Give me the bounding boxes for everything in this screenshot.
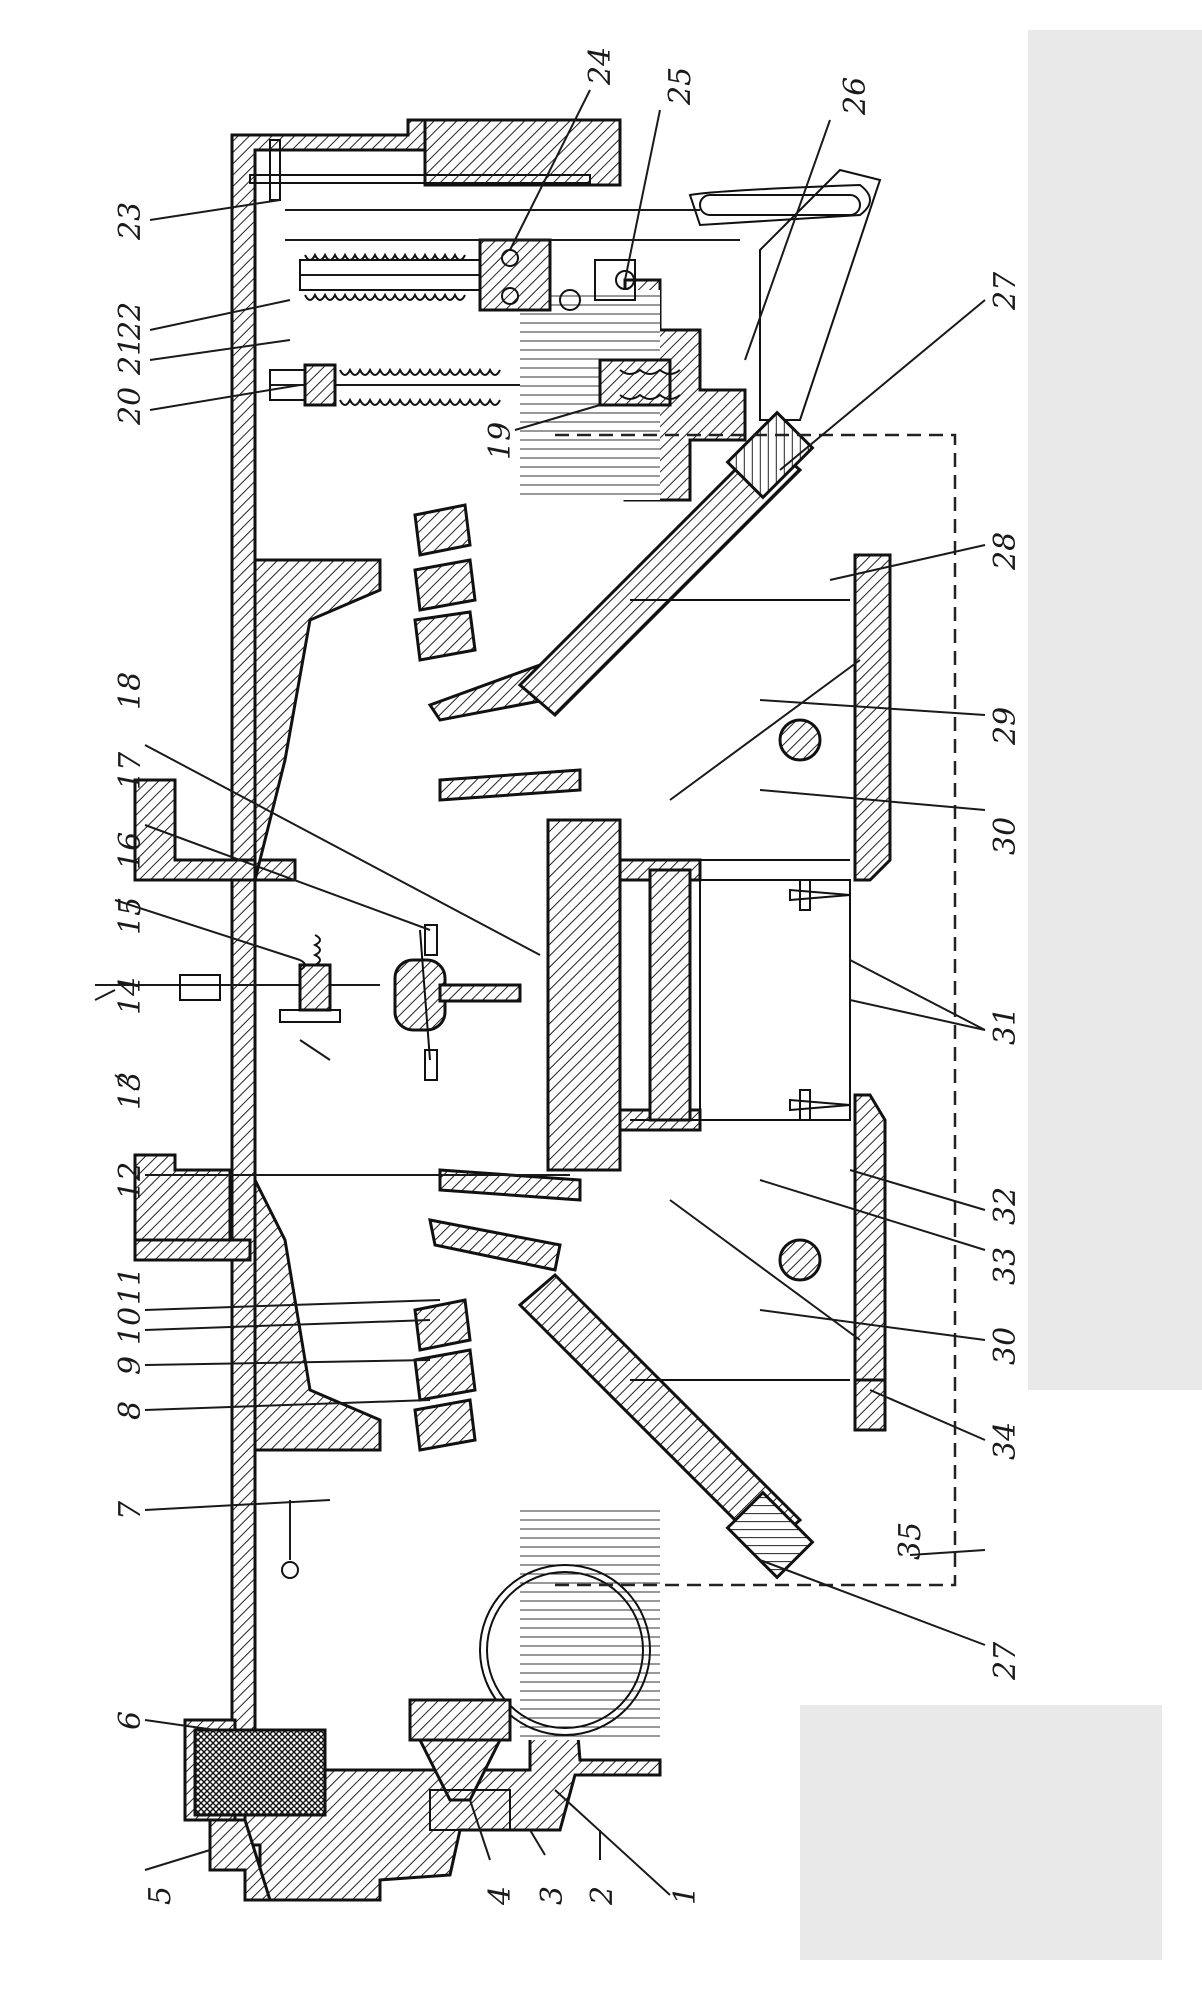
idle-mixture-screws [789, 879, 851, 1121]
carburetor-body [133, 118, 892, 1902]
callout-19: 19 [483, 422, 518, 460]
callout-32: 32 [988, 1187, 1023, 1225]
leader-lines [94, 89, 986, 1896]
callout-28: 28 [988, 532, 1023, 571]
callout-16: 16 [113, 832, 148, 870]
callout-7: 7 [113, 1500, 148, 1520]
callout-6: 6 [113, 1711, 148, 1730]
callout-15: 15 [113, 897, 148, 935]
callout-8: 8 [113, 1401, 148, 1420]
callout-29: 29 [988, 707, 1023, 746]
callout-22: 22 [113, 302, 148, 341]
callout-18: 18 [113, 672, 148, 710]
callout-34: 34 [988, 1422, 1023, 1460]
callout-1: 1 [668, 1886, 703, 1905]
callout-35: 35 [893, 1522, 928, 1560]
grey-panel-bottom [800, 1705, 1162, 1960]
callout-23: 23 [113, 202, 148, 241]
callout-30-bottom: 30 [988, 1327, 1023, 1365]
callout-14: 14 [113, 977, 148, 1015]
callout-9: 9 [113, 1356, 148, 1375]
callout-27-bottom: 27 [988, 1641, 1023, 1681]
callout-30-top: 30 [988, 817, 1023, 855]
diffuser-upper [393, 924, 522, 1081]
callout-12: 12 [113, 1162, 148, 1200]
callout-26: 26 [838, 77, 873, 116]
callout-2: 2 [585, 1886, 620, 1906]
economizer-valve [269, 358, 681, 407]
callout-5: 5 [143, 1886, 178, 1905]
callout-27-top: 27 [988, 271, 1023, 311]
grey-panel-right [1028, 30, 1202, 1390]
callout-10: 10 [113, 1307, 148, 1345]
choke-valve [95, 934, 380, 1061]
pump-drive-rod [285, 168, 882, 421]
callout-13: 13 [113, 1072, 148, 1110]
callout-21: 21 [113, 337, 148, 376]
callout-11: 11 [113, 1267, 148, 1305]
fuel-filter [193, 1728, 327, 1817]
accelerator-pump [249, 139, 636, 312]
callout-24: 24 [583, 47, 618, 86]
throttle-bodies [630, 599, 861, 1381]
callout-20: 20 [113, 387, 148, 426]
callout-numbers: 1 2 3 4 5 6 7 8 9 10 11 12 13 14 15 16 1… [113, 47, 1023, 1906]
callout-17: 17 [113, 751, 148, 790]
dashed-outline [555, 433, 957, 1587]
callout-25: 25 [663, 67, 698, 106]
callout-3: 3 [535, 1886, 570, 1905]
callout-31: 31 [988, 1007, 1023, 1045]
callout-4: 4 [483, 1886, 518, 1906]
callout-33: 33 [988, 1247, 1023, 1285]
fuel-level-bottom [520, 1510, 660, 1740]
venturi-diffusers [413, 503, 582, 1452]
float [479, 1564, 651, 1736]
emulsion-tubes [517, 410, 815, 1580]
